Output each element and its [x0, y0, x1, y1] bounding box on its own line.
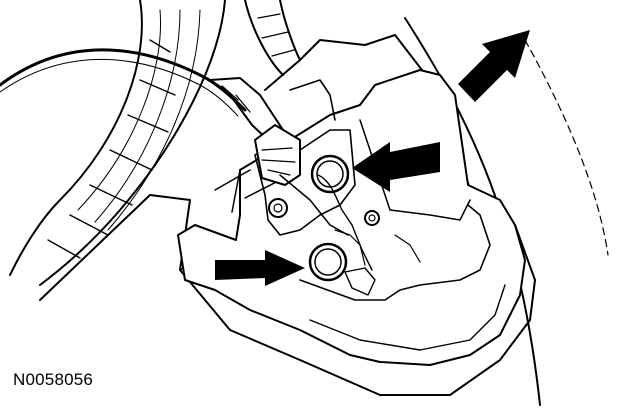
wire-harness — [9, 0, 301, 286]
switch-housing — [177, 69, 526, 366]
arrow-lower-fastener — [215, 250, 305, 286]
cable — [0, 48, 284, 141]
fastener-upper — [310, 154, 350, 194]
body-panel — [404, 17, 609, 406]
figure-id-label: N0058056 — [13, 370, 94, 389]
screw-left — [268, 198, 288, 218]
connector-clip — [254, 124, 349, 236]
arrow-right — [458, 30, 530, 102]
screw-right — [364, 210, 380, 226]
fastener-lower — [308, 242, 348, 282]
arrow-upper-fastener — [352, 142, 440, 192]
